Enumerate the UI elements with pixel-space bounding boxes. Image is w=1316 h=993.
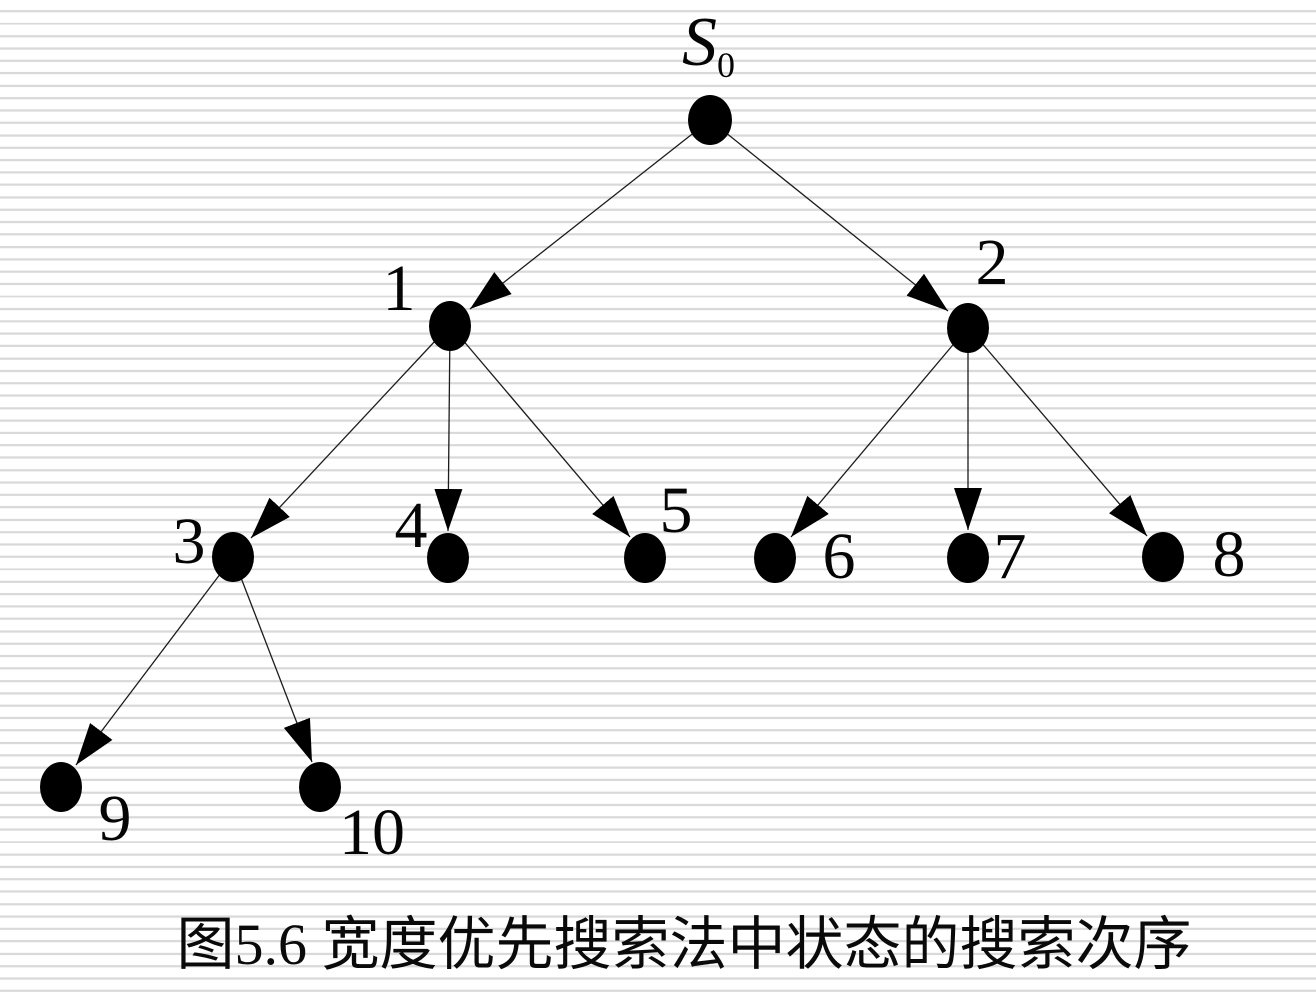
- label-node-7: 7: [994, 520, 1027, 593]
- edge-3-to-10: [232, 556, 313, 763]
- label-node-5: 5: [660, 474, 693, 547]
- node-3: [212, 532, 254, 582]
- node-5: [624, 533, 666, 583]
- tree-edges: [75, 119, 1148, 766]
- node-7: [947, 533, 989, 583]
- node-8: [1142, 532, 1184, 582]
- root-label-subscript: 0: [717, 45, 735, 85]
- node-10: [299, 762, 341, 812]
- edge-s0-to-1: [469, 119, 711, 310]
- node-9: [40, 762, 82, 812]
- node-s0: [688, 95, 732, 145]
- edge-3-to-9: [75, 556, 234, 766]
- node-6: [754, 533, 796, 583]
- node-2: [947, 303, 989, 353]
- label-node-6: 6: [823, 520, 856, 593]
- label-node-1: 1: [383, 252, 416, 325]
- node-4: [427, 533, 469, 583]
- edge-2-to-6: [790, 326, 969, 538]
- label-node-10: 10: [339, 796, 405, 869]
- figure-caption: 图5.6 宽度优先搜索法中状态的搜索次序: [176, 912, 1192, 977]
- label-node-9: 9: [99, 782, 132, 855]
- edge-1-to-5: [449, 324, 631, 538]
- label-node-8: 8: [1213, 518, 1246, 591]
- edge-s0-to-2: [709, 119, 949, 312]
- label-node-4: 4: [395, 489, 428, 562]
- edge-2-to-8: [967, 326, 1148, 537]
- tree-nodes: [40, 95, 1184, 812]
- root-label-main: S: [682, 4, 717, 81]
- label-node-2: 2: [976, 226, 1009, 299]
- label-root-s0: S0: [682, 4, 735, 85]
- edge-1-to-4: [434, 324, 463, 532]
- edge-1-to-3: [250, 324, 451, 539]
- node-1: [429, 301, 471, 351]
- tree-node-labels: S0 1 2 3 4 5 6 7 8 9 10: [99, 4, 1246, 869]
- label-node-3: 3: [173, 505, 206, 578]
